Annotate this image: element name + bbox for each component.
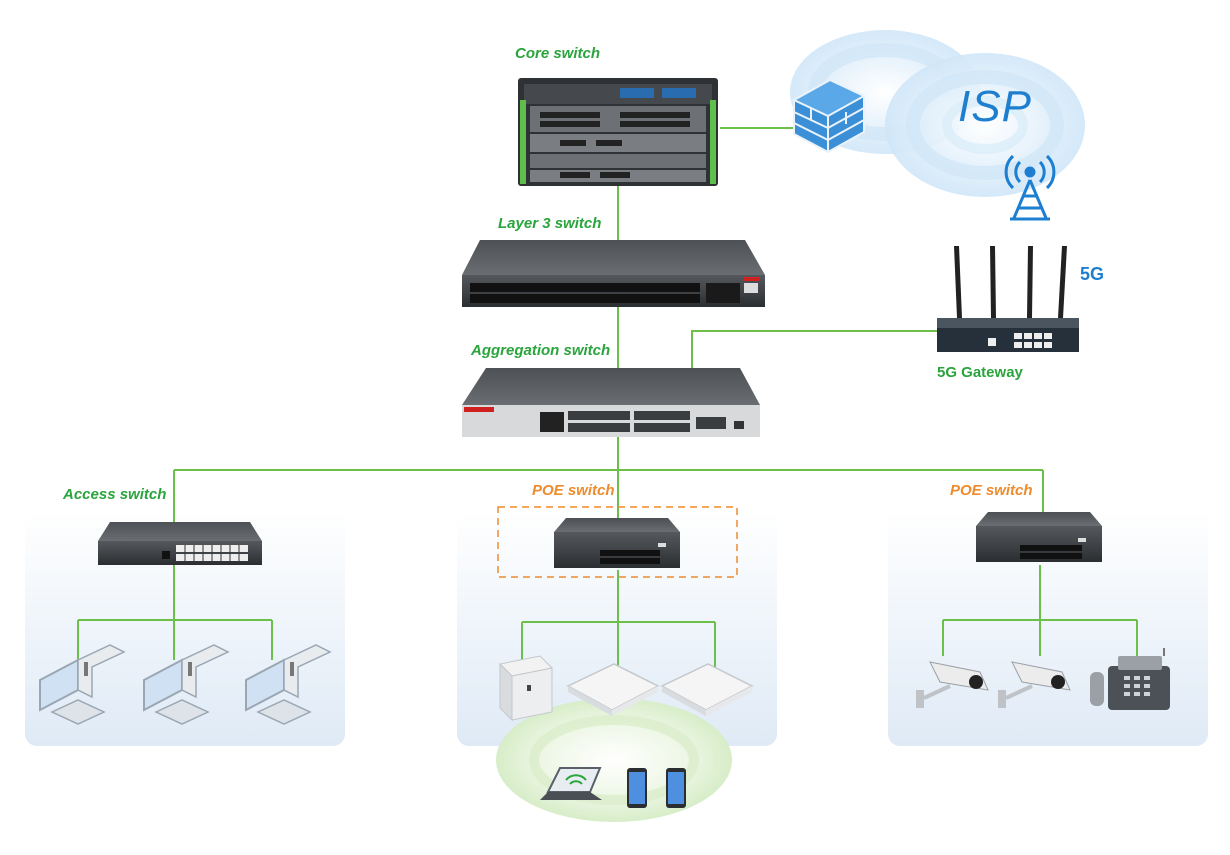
desktop-computer-icon (245, 644, 332, 725)
layer3-switch-device (462, 240, 765, 307)
access-switch-device (98, 522, 262, 565)
desktop-computer-icon (143, 644, 230, 725)
5g-gateway-device (937, 246, 1079, 352)
poe-switch-right-label: POE switch (950, 482, 1033, 499)
poe-switch-center-label: POE switch (532, 482, 615, 499)
poe-highlight-frame (497, 506, 738, 578)
firewall-icon (791, 78, 867, 154)
ip-phone-icon (1090, 648, 1170, 710)
wireless-access-point-icon (566, 663, 660, 716)
laptop-icon (540, 767, 602, 800)
smartphone-icon (666, 768, 686, 808)
5g-badge: 5G (1080, 264, 1105, 284)
aggregation-switch-label: Aggregation switch (471, 342, 611, 359)
desktop-computer-icon (39, 644, 126, 725)
ip-camera-icon (916, 661, 989, 708)
poe-switch-right-device (976, 512, 1102, 562)
isp-label: ISP (958, 82, 1032, 131)
aggregation-switch-device (462, 368, 760, 437)
poe-switch-center-device (554, 518, 680, 568)
core-switch-label: Core switch (515, 45, 601, 62)
core-switch-device (518, 78, 718, 186)
ip-camera-icon (998, 661, 1071, 708)
cell-tower-icon (1004, 154, 1056, 221)
wall-access-point-icon (498, 655, 554, 722)
wireless-access-point-icon (660, 663, 754, 716)
5g-gateway-label: 5G Gateway (937, 364, 1023, 381)
smartphone-icon (627, 768, 647, 808)
access-switch-label: Access switch (63, 486, 167, 503)
network-links (77, 127, 1138, 668)
layer3-switch-label: Layer 3 switch (498, 215, 602, 232)
